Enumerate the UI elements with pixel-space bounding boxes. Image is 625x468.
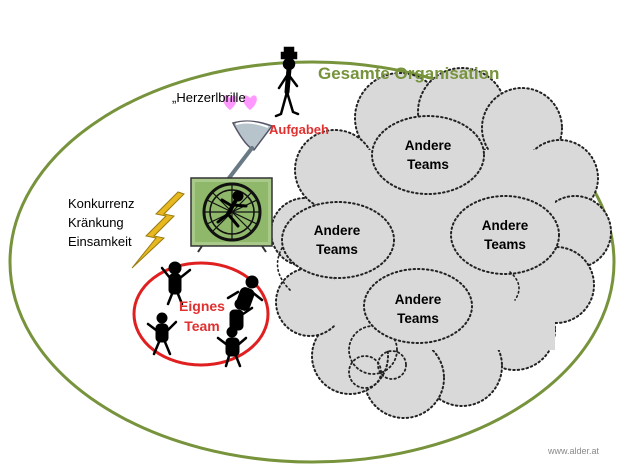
other-team-line1: Andere — [404, 138, 452, 153]
own-team-label-line2: Team — [184, 318, 220, 334]
other-team-line1: Andere — [313, 223, 361, 238]
own-team-label-line1: Eignes — [179, 298, 225, 314]
organization-label: Gesamte Organisation — [318, 64, 500, 83]
hamster-wheel-icon — [190, 177, 273, 253]
other-team-ellipse-bottom — [363, 268, 473, 344]
team-figures-icon — [146, 261, 264, 368]
other-team-line2: Teams — [407, 157, 449, 172]
other-team-ellipse-top — [371, 115, 485, 195]
organization-ellipse — [8, 60, 616, 464]
stress-factor-competition: Konkurrenz — [68, 196, 135, 211]
other-team-ellipse-left — [281, 201, 395, 279]
other-team-ellipse-right — [450, 195, 560, 275]
heart-glasses-label: „Herzerlbrille — [172, 90, 246, 105]
stress-factor-offense: Kränkung — [68, 215, 124, 230]
other-team-label-left: Andere Teams — [297, 221, 377, 259]
other-team-line2: Teams — [316, 242, 358, 257]
funnel-icon — [224, 120, 274, 184]
task-label: Aufgabeh — [269, 122, 329, 137]
heart-glasses-icon — [223, 95, 257, 110]
watermark: www.alder.at — [548, 446, 600, 456]
other-team-line1: Andere — [394, 292, 442, 307]
other-team-line1: Andere — [481, 218, 529, 233]
other-team-label-right: Andere Teams — [465, 216, 545, 254]
other-team-label-top: Andere Teams — [388, 136, 468, 174]
other-team-line2: Teams — [397, 311, 439, 326]
lightning-bolt-icon — [131, 191, 185, 269]
stress-factor-loneliness: Einsamkeit — [68, 234, 132, 249]
other-team-label-bottom: Andere Teams — [378, 290, 458, 328]
other-team-line2: Teams — [484, 237, 526, 252]
stick-figure-icon — [274, 46, 300, 118]
